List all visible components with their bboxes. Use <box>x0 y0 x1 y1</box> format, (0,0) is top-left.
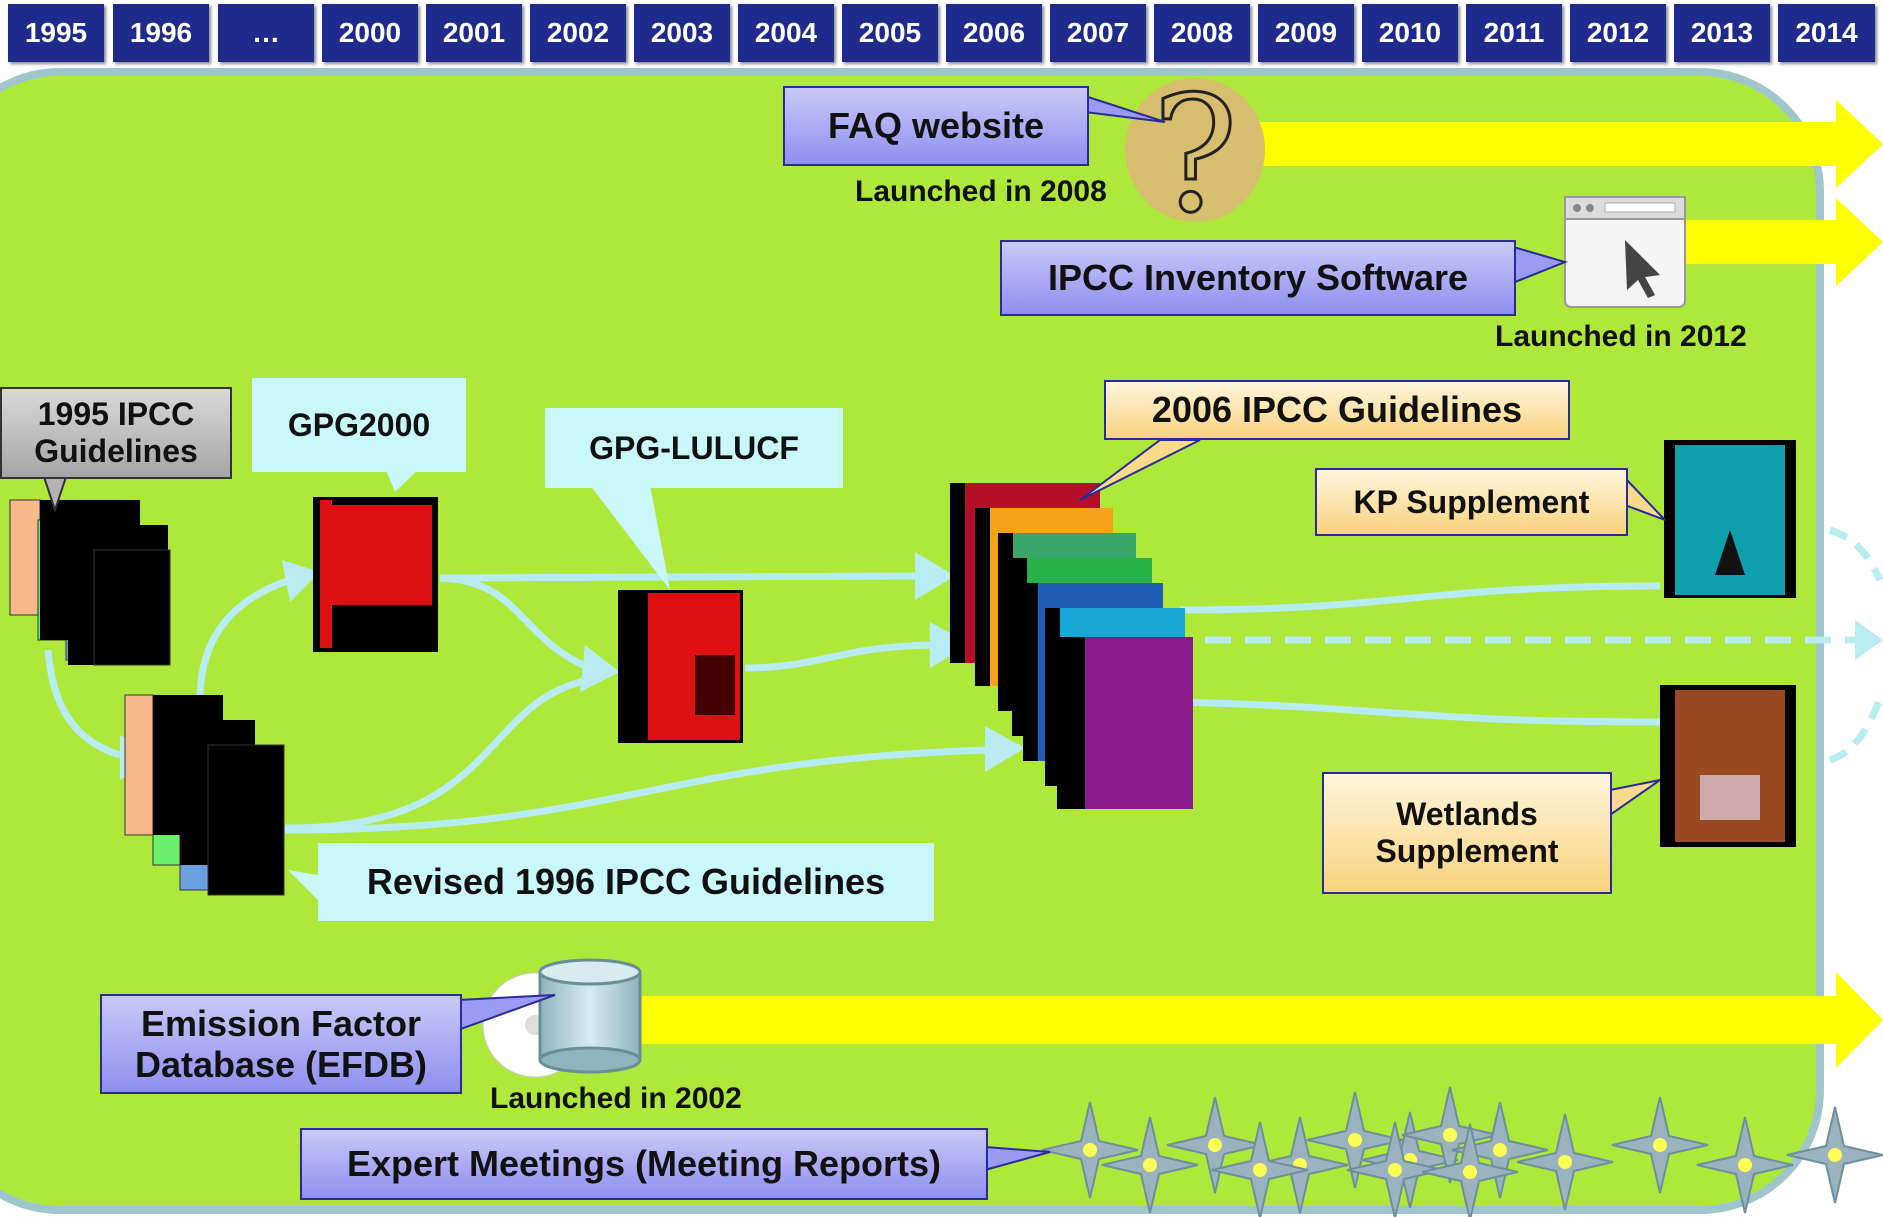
star-center <box>1443 1128 1457 1142</box>
book-kp-supplement <box>1664 440 1796 598</box>
year-label: 2006 <box>946 4 1042 62</box>
year-label: 2010 <box>1362 4 1458 62</box>
year-label: 2009 <box>1258 4 1354 62</box>
year-label: 2005 <box>842 4 938 62</box>
star-center <box>1493 1143 1507 1157</box>
database-cylinder-icon <box>482 958 642 1078</box>
faq-timeline-arrow <box>1240 100 1883 188</box>
faq-label: FAQ website <box>783 86 1089 166</box>
efdb-launched-note: Launched in 2002 <box>490 1082 742 1115</box>
year-label: 2004 <box>738 4 834 62</box>
book-wetlands-supplement <box>1660 685 1796 847</box>
question-mark-icon: ? <box>1125 60 1265 250</box>
year-label: 2012 <box>1570 4 1666 62</box>
year-label: 2007 <box>1050 4 1146 62</box>
star-center <box>1463 1165 1477 1179</box>
year-label: 2001 <box>426 4 522 62</box>
year-label: 2013 <box>1674 4 1770 62</box>
year-label: 2000 <box>322 4 418 62</box>
callout-tails <box>38 94 1666 1172</box>
software-label: IPCC Inventory Software <box>1000 240 1516 316</box>
year-label: 2014 <box>1778 4 1875 62</box>
year-label: 1995 <box>8 4 104 62</box>
year-label: 2002 <box>530 4 626 62</box>
star-center <box>1558 1155 1572 1169</box>
book-1995-stack <box>9 499 171 666</box>
efdb-label: Emission Factor Database (EFDB) <box>100 994 462 1094</box>
faq-launched-note: Launched in 2008 <box>855 175 1107 208</box>
book-1996-stack <box>124 694 285 896</box>
software-launched-note: Launched in 2012 <box>1495 320 1747 353</box>
year-label: 2003 <box>634 4 730 62</box>
kp-supplement-label: KP Supplement <box>1315 468 1628 536</box>
star-center <box>1348 1133 1362 1147</box>
book-gpg-lulucf <box>618 590 743 743</box>
star-center <box>1143 1158 1157 1172</box>
year-label: 2011 <box>1466 4 1562 62</box>
star-center <box>1738 1158 1752 1172</box>
year-label: 2008 <box>1154 4 1250 62</box>
flow-arrows <box>44 526 1883 834</box>
expert-meetings-label: Expert Meetings (Meeting Reports) <box>300 1128 988 1200</box>
star-center <box>1653 1138 1667 1152</box>
ipcc1995-label: 1995 IPCC Guidelines <box>0 387 232 479</box>
svg-text:?: ? <box>1152 61 1238 248</box>
ipcc2006-label: 2006 IPCC Guidelines <box>1104 380 1570 440</box>
browser-cursor-icon <box>1564 196 1686 308</box>
star-center <box>1828 1148 1842 1162</box>
year-label: … <box>218 4 314 62</box>
star-center <box>1388 1163 1402 1177</box>
wetlands-supplement-label: Wetlands Supplement <box>1322 772 1612 894</box>
efdb-timeline-arrow <box>620 972 1883 1068</box>
gpg-lulucf-label: GPG-LULUCF <box>545 408 843 488</box>
expert-meeting-stars <box>1041 1086 1883 1217</box>
book-gpg2000 <box>313 497 438 652</box>
star-center <box>1083 1143 1097 1157</box>
book-2006-stack <box>950 483 1193 809</box>
star-center <box>1253 1163 1267 1177</box>
revised1996-label: Revised 1996 IPCC Guidelines <box>318 843 934 921</box>
star-center <box>1208 1138 1222 1152</box>
gpg2000-label: GPG2000 <box>252 378 466 472</box>
year-label: 1996 <box>113 4 209 62</box>
